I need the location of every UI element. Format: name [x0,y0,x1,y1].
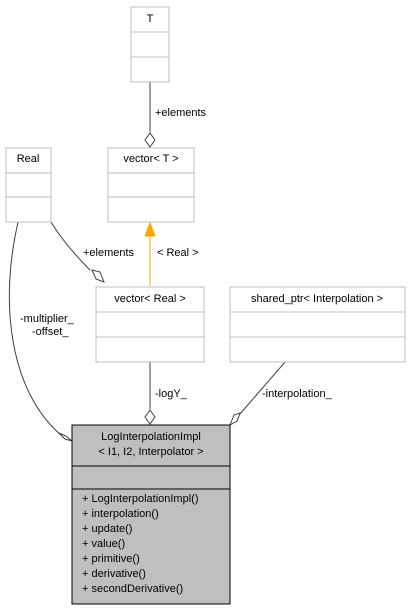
edge-real-to-vector-real [50,221,91,271]
class-box-vector-real[interactable]: vector< Real > [95,286,205,363]
edge-label-logy: -logY_ [155,388,188,400]
method-item: + secondDerivative() [82,583,183,595]
aggregation-diamond-icon [144,409,156,425]
aggregation-diamond-icon [91,269,105,283]
class-box-shared-ptr-interpolation[interactable]: shared_ptr< Interpolation > [229,286,406,363]
edge-label-template-arg: < Real > [157,247,199,259]
method-item: + interpolation() [82,508,159,520]
class-title: T [147,13,154,25]
method-item: + update() [82,523,132,535]
edge-label-interpolation: -interpolation_ [262,388,333,400]
edge-label-multiplier: -multiplier_ [20,313,75,325]
class-title-line-2: < I1, I2, Interpolator > [98,446,203,458]
class-box-real[interactable]: Real [5,147,52,223]
aggregation-diamond-icon [144,132,156,148]
class-title: Real [17,153,40,165]
method-item: + derivative() [82,568,146,580]
aggregation-diamond-icon [229,412,241,427]
edge-label-real-elements: +elements [83,247,135,259]
class-box-vector-t[interactable]: vector< T > [107,147,195,223]
inheritance-arrow-icon [144,221,156,237]
edge-real-to-log-interp [8,221,63,437]
class-title-line-1: LogInterpolationImpl [101,431,201,443]
edge-shared-ptr-to-log-interp [239,361,286,415]
edge-label-offset: -offset_ [32,326,69,338]
class-title: shared_ptr< Interpolation > [251,293,383,305]
method-item: + LogInterpolationImpl() [82,493,198,505]
method-list: + LogInterpolationImpl() + interpolation… [82,493,198,595]
class-box-t[interactable]: T [130,6,170,83]
edge-label-t-elements: +elements [155,107,207,119]
class-box-log-interpolation-impl[interactable]: LogInterpolationImpl < I1, I2, Interpola… [71,424,231,605]
class-title: vector< T > [123,153,178,165]
aggregation-diamond-icon [58,432,73,442]
method-item: + value() [82,538,125,550]
method-item: + primitive() [82,553,140,565]
class-title: vector< Real > [114,293,186,305]
